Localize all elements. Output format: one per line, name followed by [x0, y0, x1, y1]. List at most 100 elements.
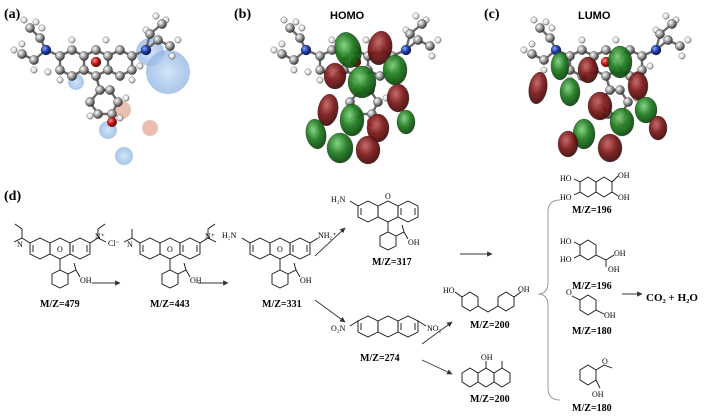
hydrogen-atom — [86, 112, 94, 120]
panel-label-d: (d) — [4, 189, 21, 204]
structure-274: O₂N NO₂ — [331, 315, 442, 338]
atom-n-plus: N⁺ — [95, 232, 105, 241]
carbon-atom — [165, 41, 175, 51]
carbon-atom — [285, 23, 295, 33]
atom-oh: OH — [481, 353, 493, 362]
hydrogen-atom — [530, 16, 538, 24]
carbon-atom — [405, 29, 415, 39]
carbon-atom — [79, 65, 89, 75]
mz-180-lower-label: M/Z=180 — [572, 403, 612, 414]
panel-label-a: (a) — [4, 7, 21, 22]
atom-oh: OH — [618, 171, 630, 180]
orbital-lobe — [634, 96, 658, 124]
carbon-atom — [35, 33, 45, 43]
carbon-atom — [157, 19, 167, 29]
carbon-atom — [55, 65, 65, 75]
hydrogen-atom — [174, 36, 182, 44]
carbon-atom — [17, 49, 27, 59]
atom-o: O — [385, 192, 391, 201]
hydrogen-atom — [32, 18, 40, 26]
hydrogen-atom — [540, 66, 548, 74]
atom-n: N — [17, 240, 23, 249]
carbon-atom — [601, 71, 611, 81]
atom-h2n: H₂N — [331, 195, 346, 204]
hydrogen-atom — [102, 36, 110, 44]
atom-ho: HO — [560, 174, 572, 183]
carbon-atom — [127, 65, 137, 75]
carbon-atom — [25, 23, 35, 33]
carbon-atom — [315, 51, 325, 61]
hydrogen-atom — [548, 24, 556, 32]
carbon-atom — [527, 49, 537, 59]
atom-ho: HO — [443, 286, 455, 295]
mz-317-label: M/Z=317 — [372, 257, 412, 268]
mz-196-upper-label: M/Z=196 — [572, 205, 612, 216]
hydrogen-atom — [168, 52, 176, 60]
structure-331: O H₂N NH₂⁺ OH — [222, 231, 337, 289]
carbon-atom — [667, 19, 677, 29]
final-product-label: CO₂ + H₂O — [646, 292, 698, 304]
mz-180-upper-label: M/Z=180 — [572, 326, 612, 337]
atom-oh: OH — [614, 249, 626, 258]
atom-n-plus: N⁺ — [205, 232, 215, 241]
orbital-lobe — [339, 103, 365, 137]
orbital-lobe — [609, 107, 635, 137]
atom-o: O — [277, 245, 283, 254]
hydrogen-atom — [298, 24, 306, 32]
atom-ho: HO — [560, 237, 572, 246]
carbon-atom — [623, 97, 633, 107]
hydrogen-atom — [290, 66, 298, 74]
carbon-atom — [605, 85, 615, 95]
orbital-lobe — [557, 130, 579, 158]
atom-o: O — [566, 288, 572, 297]
hydrogen-atom — [542, 18, 550, 26]
nitrogen-atom — [40, 44, 52, 56]
orbital-lobe — [323, 62, 347, 90]
hydrogen-atom — [278, 40, 286, 48]
atom-oh: OH — [300, 276, 312, 285]
structure-180-lower: O OH — [579, 357, 613, 399]
oxygen-atom — [107, 117, 117, 127]
hydrogen-atom — [646, 62, 654, 70]
carbon-atom — [601, 45, 611, 55]
carbon-atom — [153, 35, 163, 45]
atom-ho: HO — [560, 193, 572, 202]
carbon-atom — [545, 33, 555, 43]
carbon-atom — [425, 41, 435, 51]
carbon-atom — [79, 51, 89, 61]
orbital-lobe — [355, 135, 381, 165]
carbon-atom — [93, 109, 103, 119]
hydrogen-atom — [292, 18, 300, 26]
carbon-atom — [315, 65, 325, 75]
homo-title: HOMO — [330, 10, 365, 22]
hydrogen-atom — [18, 40, 26, 48]
orbital-lobe — [317, 93, 339, 127]
hydrogen-atom — [44, 68, 52, 76]
hydrogen-atom — [412, 12, 420, 20]
structure-317: O H₂N OH — [331, 192, 420, 251]
hydrogen-atom — [316, 76, 324, 84]
atom-o: O — [602, 357, 608, 366]
hydrogen-atom — [362, 36, 370, 44]
mz-479-label: M/Z=479 — [40, 299, 80, 310]
carbon-atom — [91, 45, 101, 55]
structure-200-lower: OH — [461, 353, 511, 388]
atom-h2n: H₂N — [222, 231, 237, 240]
orbital-lobe — [627, 71, 649, 101]
atom-no2: NO₂ — [427, 324, 442, 333]
structure-443: O N N⁺ OH — [123, 223, 217, 289]
orbital-lobe — [607, 45, 633, 79]
orbital-lobe — [334, 32, 362, 68]
carbon-atom — [417, 19, 427, 29]
carbon-atom — [663, 35, 673, 45]
nitrogen-atom — [300, 44, 312, 56]
atom-oh: OH — [190, 276, 202, 285]
carbon-atom — [103, 51, 113, 61]
hydrogen-atom — [280, 16, 288, 24]
orbital-lobe — [347, 65, 377, 99]
orbital-lobe — [597, 133, 623, 163]
hydrogen-atom — [136, 62, 144, 70]
atom-oh: OH — [408, 238, 420, 247]
mz-443-label: M/Z=443 — [150, 299, 190, 310]
hydrogen-atom — [428, 52, 436, 60]
